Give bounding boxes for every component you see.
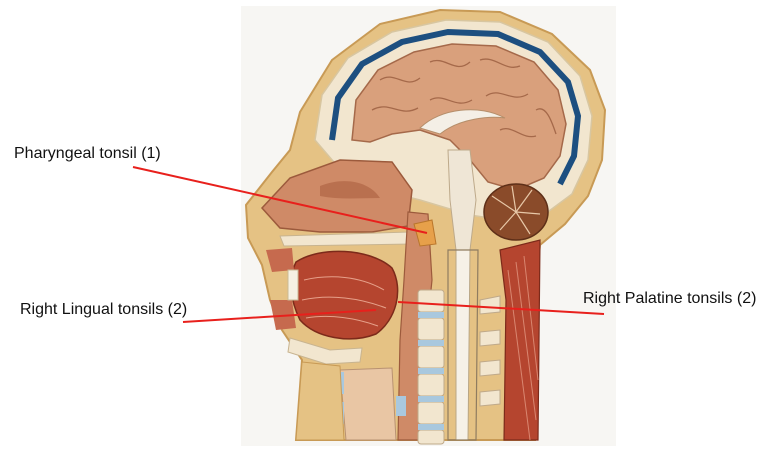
pointer-line-palatine (397, 301, 605, 315)
pointer-line-lingual (182, 309, 377, 323)
posterior-neck-muscles (499, 239, 541, 441)
label-right-palatine-tonsils: Right Palatine tonsils (2) (583, 290, 757, 307)
label-right-lingual-tonsils: Right Lingual tonsils (2) (20, 301, 188, 318)
corpus-callosum (419, 109, 506, 135)
pointer-line-pharyngeal (132, 166, 428, 234)
nasal-concha (320, 181, 380, 199)
spinous-processes (479, 295, 501, 407)
mandible (287, 337, 363, 365)
brain-gyri (371, 58, 557, 138)
label-pharyngeal-tonsil: Pharyngeal tonsil (1) (14, 145, 161, 162)
tongue-muscle-fibres (301, 276, 387, 327)
upper-lip (266, 248, 294, 272)
teeth (287, 269, 299, 301)
anterior-neck-tissue (295, 361, 345, 441)
neck-muscle-fibres (507, 255, 539, 441)
cerebellum-folia (491, 185, 541, 235)
dural-sinus (329, 28, 582, 186)
intervertebral-discs (418, 312, 444, 430)
spinal-canal-wall (447, 249, 479, 441)
